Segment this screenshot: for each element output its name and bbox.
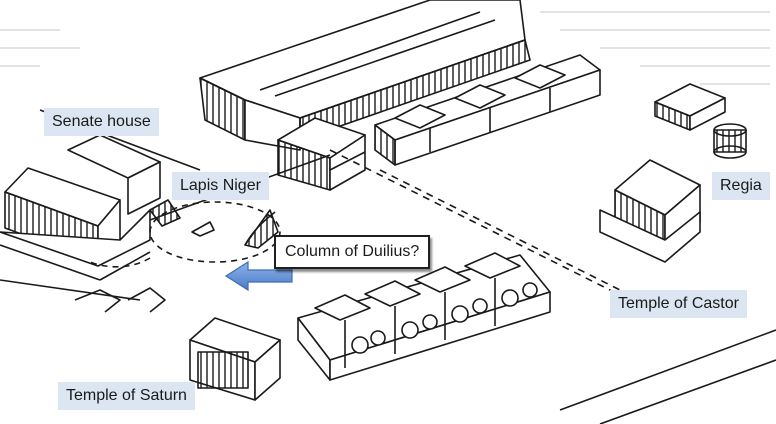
label-regia: Regia xyxy=(712,172,770,200)
road-bottom-right xyxy=(559,329,776,424)
senate-house-building xyxy=(0,134,181,281)
background-text-texture xyxy=(0,11,770,85)
sacred-way-path xyxy=(329,149,621,296)
rostra-outline xyxy=(74,287,166,313)
trees xyxy=(351,282,538,354)
temple-of-saturn-building xyxy=(189,317,281,401)
label-senate-house: Senate house xyxy=(44,108,159,136)
lapis-niger-area xyxy=(89,201,281,268)
label-temple-of-castor: Temple of Castor xyxy=(610,290,747,318)
temple-of-castor-building xyxy=(599,159,701,263)
label-column-of-duilius: Column of Duilius? xyxy=(274,235,431,269)
label-lapis-niger: Lapis Niger xyxy=(172,172,269,200)
arrow-left-icon xyxy=(224,260,293,292)
shops-row-upper xyxy=(374,54,601,166)
regia-building xyxy=(654,83,747,159)
label-temple-of-saturn: Temple of Saturn xyxy=(58,382,195,410)
shops-row-lower xyxy=(297,252,551,381)
